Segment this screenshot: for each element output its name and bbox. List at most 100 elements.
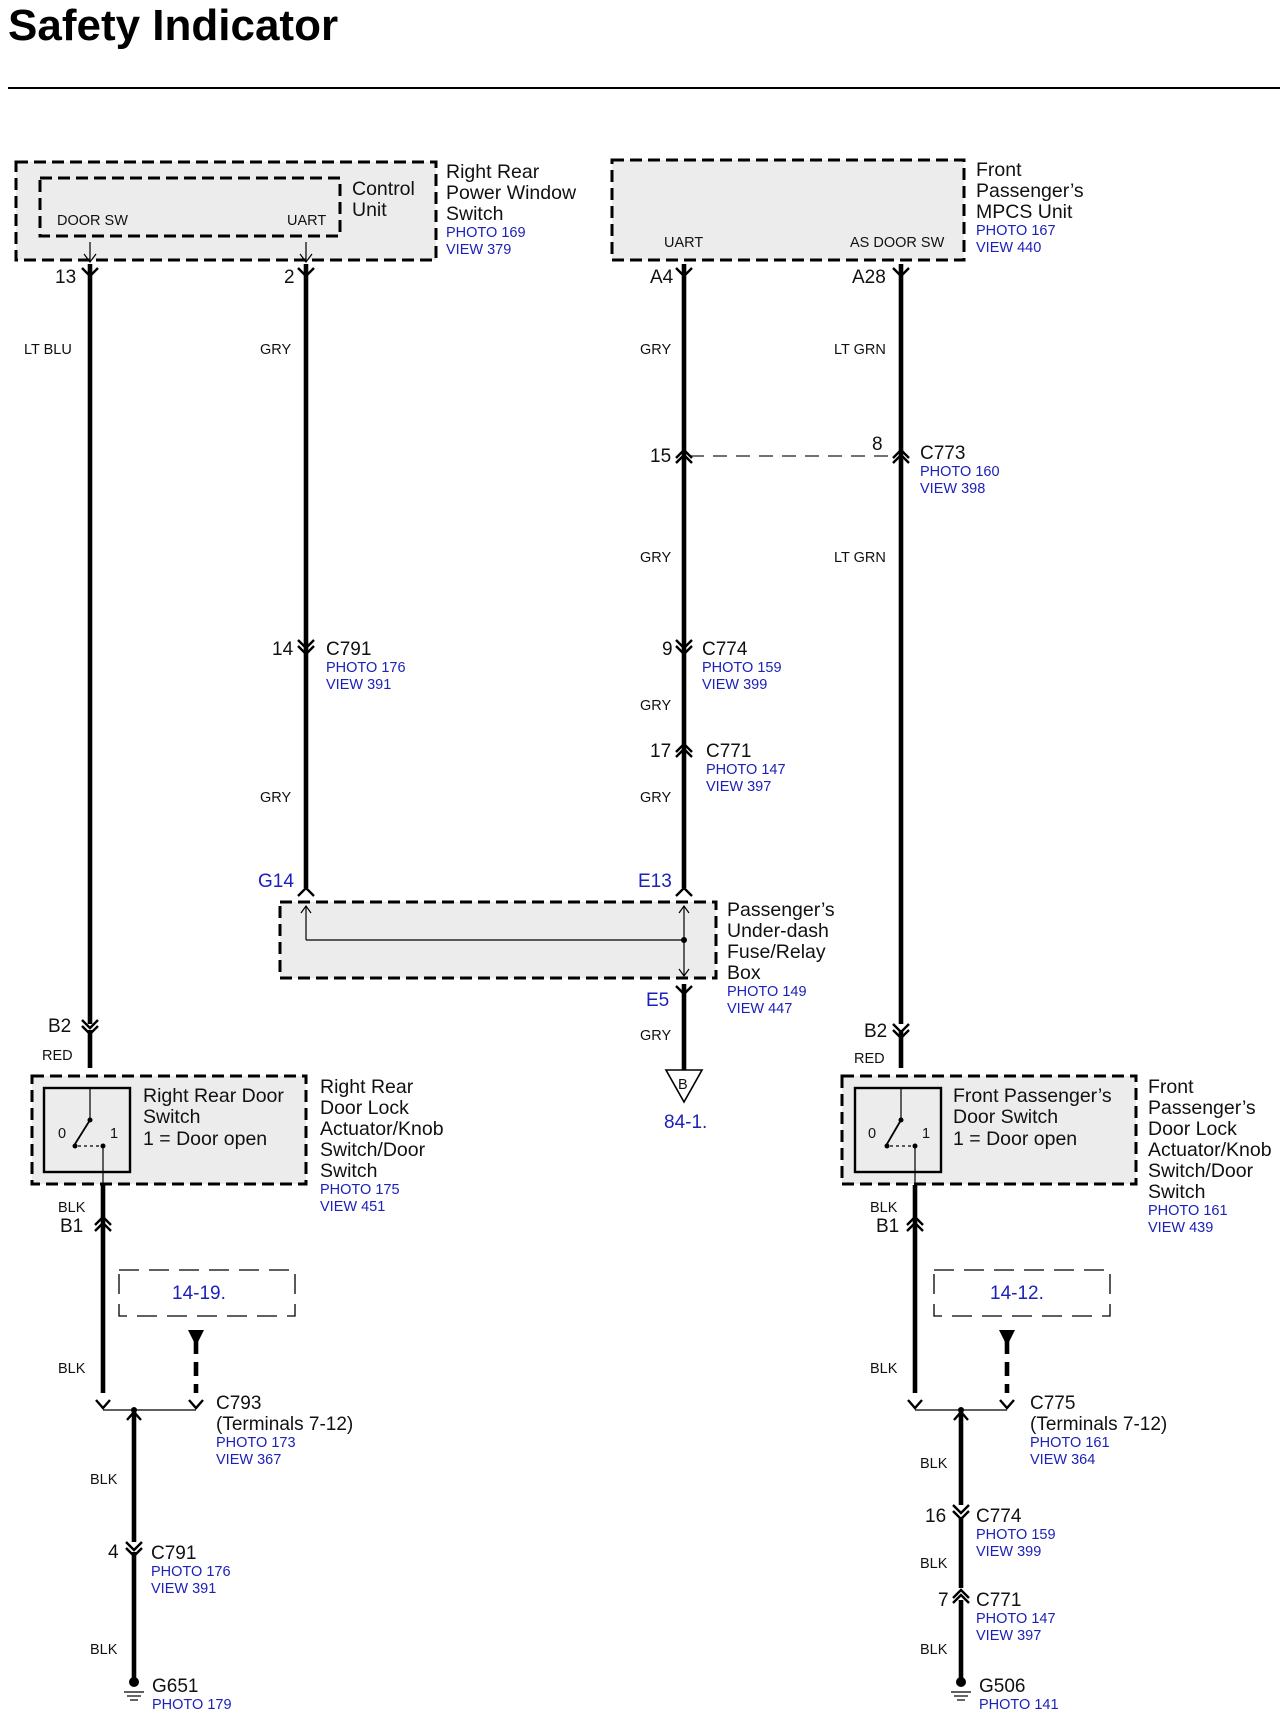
c775-view[interactable]: VIEW 364	[1030, 1452, 1095, 1468]
c774-bottom-photo[interactable]: PHOTO 159	[976, 1527, 1056, 1543]
wire-color-gry: GRY	[640, 790, 671, 806]
wire-color-blk: BLK	[58, 1200, 86, 1216]
wire-color-gry: GRY	[640, 550, 671, 566]
g506-name: G506	[979, 1676, 1025, 1697]
c775-name: C775	[1030, 1393, 1075, 1414]
pin-e5: E5	[646, 990, 669, 1011]
page-ref-14-12[interactable]: 14-12.	[990, 1283, 1044, 1304]
c793-name: C793	[216, 1393, 261, 1414]
fuse-box-view[interactable]: VIEW 447	[727, 1001, 792, 1017]
rr-window-switch-view[interactable]: VIEW 379	[446, 242, 511, 258]
fp-switch-note: 1 = Door open	[953, 1128, 1077, 1150]
wire-color-blk: BLK	[90, 1472, 118, 1488]
c791-bottom-pin-4: 4	[108, 1542, 119, 1563]
pin-13: 13	[55, 267, 76, 288]
c771-bottom-photo[interactable]: PHOTO 147	[976, 1611, 1056, 1627]
fp-door-switch-view[interactable]: VIEW 439	[1148, 1220, 1213, 1236]
mpcs-as-door-sw-terminal: AS DOOR SW	[850, 235, 945, 251]
pin-2: 2	[284, 267, 295, 288]
c771-name: C771	[706, 741, 751, 762]
c791-view[interactable]: VIEW 391	[326, 677, 391, 693]
c774-bottom-view[interactable]: VIEW 399	[976, 1544, 1041, 1560]
rr-door-switch-view[interactable]: VIEW 451	[320, 1199, 385, 1215]
c774-bottom-pin-16: 16	[925, 1506, 946, 1527]
off-page-ref[interactable]: 84-1.	[664, 1112, 707, 1133]
c771-bottom-view[interactable]: VIEW 397	[976, 1628, 1041, 1644]
c791-bottom-photo[interactable]: PHOTO 176	[151, 1564, 231, 1580]
rr-door-switch-photo[interactable]: PHOTO 175	[320, 1182, 400, 1198]
wire-color-lt-blu: LT BLU	[24, 342, 72, 358]
wire-color-blk: BLK	[920, 1456, 948, 1472]
c774-view[interactable]: VIEW 399	[702, 677, 767, 693]
wire-color-lt-grn: LT GRN	[834, 342, 886, 358]
fp-switch-pos-1: 1	[922, 1126, 930, 1142]
c771-photo[interactable]: PHOTO 147	[706, 762, 786, 778]
c791-name: C791	[326, 639, 371, 660]
c773-photo[interactable]: PHOTO 160	[920, 464, 1000, 480]
fuse-box-photo[interactable]: PHOTO 149	[727, 984, 807, 1000]
c791-bottom-view[interactable]: VIEW 391	[151, 1581, 216, 1597]
wire-color-lt-grn: LT GRN	[834, 550, 886, 566]
fp-pin-b1: B1	[876, 1216, 899, 1237]
pin-a4: A4	[650, 267, 674, 288]
page-title: Safety Indicator	[8, 1, 338, 50]
c775-photo[interactable]: PHOTO 161	[1030, 1435, 1110, 1451]
c774-bottom-name: C774	[976, 1506, 1022, 1527]
ground-g506: G506 PHOTO 141	[951, 1676, 1059, 1713]
fp-switch-pos-0: 0	[868, 1126, 876, 1142]
c773-name: C773	[920, 443, 965, 464]
wire-color-gry: GRY	[260, 790, 291, 806]
rr-switch-note: 1 = Door open	[143, 1128, 267, 1150]
mpcs-view[interactable]: VIEW 440	[976, 240, 1041, 256]
page-ref-right[interactable]: 14-12.	[933, 1269, 1111, 1317]
connector-marks	[81, 267, 1015, 1604]
page-ref-14-19[interactable]: 14-19.	[172, 1283, 226, 1304]
door-sw-terminal: DOOR SW	[57, 213, 128, 229]
c791-photo[interactable]: PHOTO 176	[326, 660, 406, 676]
wire-color-blk: BLK	[870, 1361, 898, 1377]
rr-pin-b2: B2	[48, 1016, 71, 1037]
wire-color-blk: BLK	[870, 1200, 898, 1216]
wire-color-blk: BLK	[920, 1642, 948, 1658]
c774-photo[interactable]: PHOTO 159	[702, 660, 782, 676]
c773-pin-15: 15	[650, 446, 671, 467]
rr-switch-pos-0: 0	[58, 1126, 66, 1142]
g506-photo[interactable]: PHOTO 141	[979, 1697, 1059, 1713]
connector-labels: 15 8 C773 PHOTO 160 VIEW 398 14 C791 PHO…	[108, 434, 1167, 1644]
c793-photo[interactable]: PHOTO 173	[216, 1435, 296, 1451]
c793-view[interactable]: VIEW 367	[216, 1452, 281, 1468]
g651-name: G651	[152, 1676, 198, 1697]
wire-color-labels: LT BLU GRY GRY LT GRN GRY LT GRN GRY GRY…	[24, 342, 948, 1658]
wire-color-blk: BLK	[58, 1361, 86, 1377]
c773-view[interactable]: VIEW 398	[920, 481, 985, 497]
c791-bottom-name: C791	[151, 1543, 196, 1564]
pin-g14: G14	[258, 871, 294, 892]
ground-g651: G651 PHOTO 179	[124, 1676, 232, 1713]
wire-color-gry: GRY	[640, 342, 671, 358]
wire-color-gry: GRY	[260, 342, 291, 358]
wire-color-blk: BLK	[90, 1642, 118, 1658]
c771-view[interactable]: VIEW 397	[706, 779, 771, 795]
page-ref-left[interactable]: 14-19.	[118, 1269, 296, 1317]
wire-color-gry: GRY	[640, 698, 671, 714]
g651-photo[interactable]: PHOTO 179	[152, 1697, 232, 1713]
fp-door-switch-photo[interactable]: PHOTO 161	[1148, 1203, 1228, 1219]
mpcs-photo[interactable]: PHOTO 167	[976, 223, 1056, 239]
wire-color-gry: GRY	[640, 1028, 671, 1044]
off-page-ground-ref[interactable]: B 84-1.	[664, 1069, 707, 1133]
c791-pin-14: 14	[272, 639, 294, 660]
c771-bottom-pin-7: 7	[938, 1590, 949, 1611]
rr-window-switch-photo[interactable]: PHOTO 169	[446, 225, 526, 241]
